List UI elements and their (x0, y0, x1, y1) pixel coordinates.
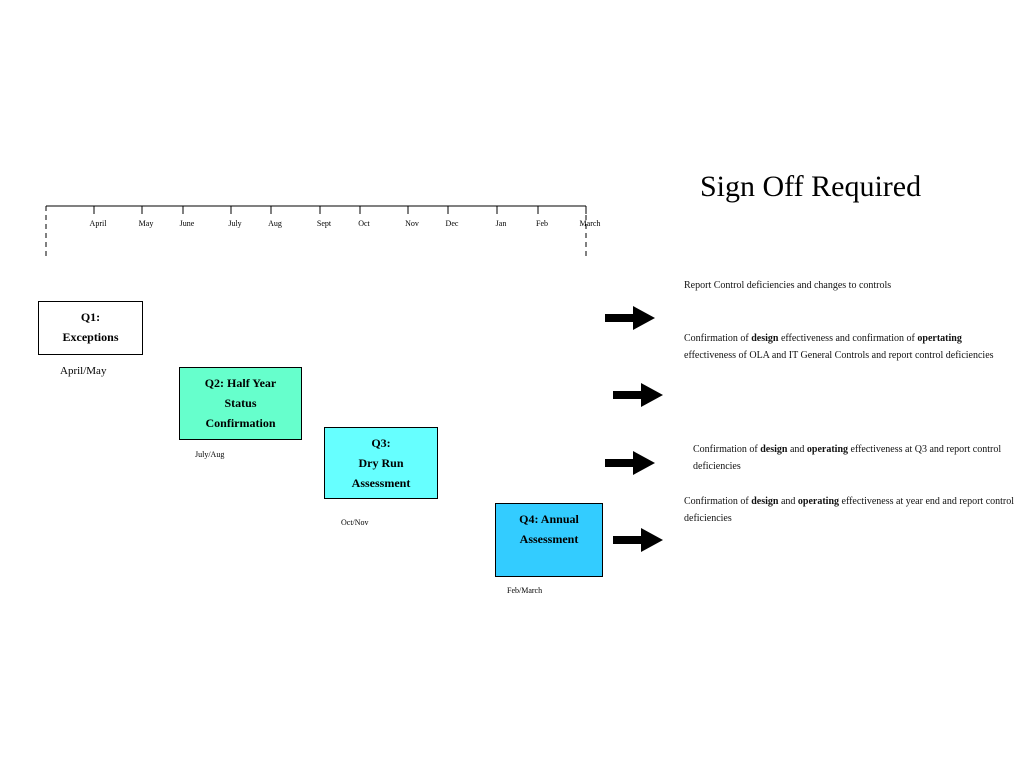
q4-line-1: Q4: Annual (519, 512, 579, 526)
emphasis-text: design (751, 333, 779, 344)
month-tick-label: Aug (268, 219, 282, 228)
q2-line-3: Confirmation (205, 416, 276, 430)
q3-period: Oct/Nov (341, 518, 369, 527)
emphasis-text: design (751, 496, 779, 507)
month-tick-label: Jan (495, 219, 507, 228)
month-tick-label: Nov (405, 219, 419, 228)
q1-period: April/May (60, 365, 107, 377)
description-text: effectiveness and confirmation of (778, 333, 918, 344)
emphasis-text: design (760, 444, 788, 455)
description-text: Report Control deficiencies and changes … (684, 280, 892, 291)
q3-dry-run-box: Q3: Dry Run Assessment (324, 427, 438, 499)
month-tick-label: May (138, 219, 154, 228)
month-tick-label: Sept (316, 219, 332, 228)
month-tick-label: July (228, 219, 242, 228)
description-text: Confirmation of (684, 496, 752, 507)
description-text: effectiveness at Q3 and report control d… (693, 444, 1002, 472)
description-text: effectiveness of OLA and IT General Cont… (684, 350, 994, 361)
page-title: Sign Off Required (700, 170, 922, 203)
description-text: effectiveness at year end and report con… (684, 496, 1015, 524)
description-text: and (787, 444, 807, 455)
month-timeline (45, 205, 587, 258)
q2-period: July/Aug (195, 450, 225, 459)
month-tick-label: Feb (536, 219, 548, 228)
description-text: Confirmation of (684, 333, 752, 344)
q2-line-2: Status (224, 396, 257, 410)
arrow-right-icon (613, 383, 663, 407)
q2-line-1: Q2: Half Year (204, 376, 277, 390)
arrow-right-icon (605, 306, 655, 330)
description-q4: Confirmation of design and operating eff… (684, 493, 1017, 527)
q1-line-1: Q1: (80, 310, 101, 324)
emphasis-text: operating (806, 444, 849, 455)
q4-line-2: Assessment (519, 532, 579, 546)
q4-annual-box: Q4: Annual Assessment (495, 503, 603, 577)
q2-half-year-box: Q2: Half Year Status Confirmation (179, 367, 302, 440)
q3-line-3: Assessment (351, 476, 411, 490)
q3-line-2: Dry Run (358, 456, 404, 470)
month-tick-label: March (579, 219, 601, 228)
month-tick-label: April (89, 219, 107, 228)
month-tick-label: June (179, 219, 195, 228)
arrow-right-icon (605, 451, 655, 475)
description-q1: Report Control deficiencies and changes … (684, 277, 1014, 294)
description-q2: Confirmation of design effectiveness and… (684, 330, 1002, 364)
q1-exceptions-box: Q1: Exceptions (38, 301, 143, 355)
month-tick-label: Oct (358, 219, 370, 228)
emphasis-text: operating (797, 496, 840, 507)
arrow-right-icon (613, 528, 663, 552)
q4-period: Feb/March (507, 586, 543, 595)
description-q3: Confirmation of design and operating eff… (693, 441, 1008, 475)
description-text: and (778, 496, 798, 507)
description-text: Confirmation of (693, 444, 761, 455)
q1-line-2: Exceptions (62, 330, 119, 344)
q3-line-1: Q3: (371, 436, 391, 450)
month-tick-label: Dec (445, 219, 459, 228)
emphasis-text: opertating (917, 333, 962, 344)
